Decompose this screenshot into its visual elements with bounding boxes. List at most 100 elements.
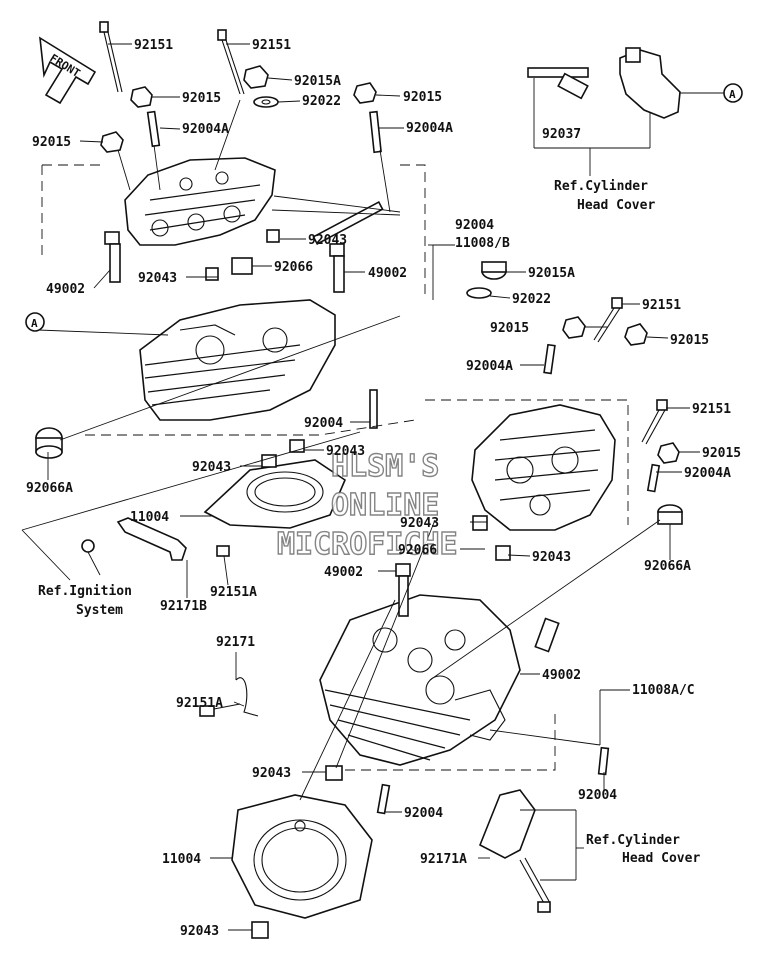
nut-92015-left — [100, 131, 124, 153]
valve-guide-49002-mid — [329, 243, 345, 293]
rear-head-cover-assembly — [124, 157, 276, 246]
ref-ignition-system-line1: Ref.Ignition — [38, 584, 132, 599]
bolt-92151A-lower — [199, 703, 241, 717]
label-92171: 92171 — [216, 635, 255, 650]
gasket-11004-lower — [231, 794, 373, 919]
label-92037: 92037 — [542, 127, 581, 142]
stud-92004A-right-1 — [543, 343, 556, 375]
bracket-92171A — [478, 789, 551, 913]
label-92015: 92015 — [670, 333, 709, 348]
stud-92004-bottom-2 — [597, 746, 610, 776]
label-92015A: 92015A — [528, 266, 575, 281]
label-92171A: 92171A — [420, 852, 467, 867]
stud-92004A-right — [369, 110, 382, 154]
valve-guide-49002-lower — [395, 563, 411, 617]
bolt-92151-right-1 — [593, 297, 623, 343]
label-92043: 92043 — [308, 233, 347, 248]
watermark-line-1: HLSM'S — [331, 449, 439, 484]
bolt-92151-right-2 — [641, 399, 668, 445]
washer-92022-right — [466, 287, 492, 299]
label-49002: 49002 — [324, 565, 363, 580]
bracket-92171 — [235, 677, 259, 717]
valve-guide-49002-left — [104, 231, 121, 283]
label-92043: 92043 — [400, 516, 439, 531]
part-number-labels: 92151 92151 92015A 92015 92022 92015 920… — [26, 38, 741, 939]
watermark: HLSM'S ONLINE MICROFICHE — [276, 448, 458, 562]
ref-cylinder-head-cover-lower-line2: Head Cover — [622, 851, 700, 866]
washer-92022 — [253, 96, 279, 108]
nut-92015A — [243, 65, 269, 89]
ref-cylinder-head-cover-upper-line1: Ref.Cylinder — [554, 179, 648, 194]
callout-a-right: A — [729, 88, 736, 101]
label-92043: 92043 — [138, 271, 177, 286]
label-92004: 92004 — [404, 806, 443, 821]
nut-92015A-right — [481, 261, 507, 280]
label-49002: 49002 — [368, 266, 407, 281]
label-92066A: 92066A — [644, 559, 691, 574]
label-11008AC: 11008A/C — [632, 683, 695, 698]
plug-92066A-right — [657, 504, 683, 525]
label-49002: 49002 — [542, 668, 581, 683]
label-92151A: 92151A — [210, 585, 257, 600]
label-92151: 92151 — [134, 38, 173, 53]
front-direction-arrow: FRONT — [39, 36, 97, 105]
bracket-92171B — [81, 517, 230, 561]
label-92015: 92015 — [490, 321, 529, 336]
nut-92015-right — [353, 82, 377, 104]
nut-92015-right-3 — [657, 442, 680, 464]
watermark-line-2: ONLINE — [331, 488, 439, 523]
dowel-92043-lower — [261, 439, 305, 468]
stud-92004-upper — [312, 201, 384, 245]
label-92004A: 92004A — [466, 359, 513, 374]
label-92043: 92043 — [252, 766, 291, 781]
label-92043: 92043 — [326, 444, 365, 459]
ref-cylinder-head-cover-lower-line1: Ref.Cylinder — [586, 833, 680, 848]
label-92043: 92043 — [180, 924, 219, 939]
reference-notes: Ref.Cylinder Head Cover Ref.Ignition Sys… — [38, 179, 700, 866]
label-11008B: 11008/B — [455, 236, 510, 251]
label-92015: 92015 — [182, 91, 221, 106]
label-92004: 92004 — [578, 788, 617, 803]
watermark-line-3: MICROFICHE — [277, 527, 458, 562]
label-92015A: 92015A — [294, 74, 341, 89]
label-92015: 92015 — [403, 90, 442, 105]
label-11004: 11004 — [162, 852, 201, 867]
label-92004: 92004 — [304, 416, 343, 431]
dowel-92043-bottom-2 — [251, 921, 269, 939]
nut-92015-right-1 — [562, 316, 586, 339]
stud-92004-bottom-1 — [376, 783, 391, 815]
label-92004: 92004 — [455, 218, 494, 233]
valve-guide-49002-lower-right — [534, 617, 560, 653]
label-92004A: 92004A — [406, 121, 453, 136]
gasket-11004-upper — [203, 459, 346, 529]
bolt-92151-top-left — [99, 21, 123, 93]
label-92151: 92151 — [692, 402, 731, 417]
label-49002: 49002 — [46, 282, 85, 297]
nut-92015 — [130, 86, 153, 108]
head-cover-part-92037 — [527, 47, 743, 119]
label-92022: 92022 — [302, 94, 341, 109]
bolt-92151-top-mid — [217, 29, 245, 95]
callout-a-left: A — [25, 312, 45, 332]
stud-92004A-right-2 — [646, 463, 661, 493]
label-92066: 92066 — [398, 543, 437, 558]
callout-a-right-label: A — [729, 88, 736, 101]
plug-92066A — [35, 427, 63, 459]
label-92015: 92015 — [32, 135, 71, 150]
label-92151A: 92151A — [176, 696, 223, 711]
label-92004A: 92004A — [182, 122, 229, 137]
label-92151: 92151 — [642, 298, 681, 313]
ref-cylinder-head-cover-upper-line2: Head Cover — [577, 198, 655, 213]
callout-a-left-label: A — [31, 317, 38, 330]
dowel-92043-bottom-1 — [325, 765, 343, 781]
stud-92004-mid — [369, 389, 378, 429]
front-cylinder-head — [471, 404, 616, 531]
label-92043: 92043 — [192, 460, 231, 475]
label-92004A: 92004A — [684, 466, 731, 481]
label-92066: 92066 — [274, 260, 313, 275]
label-92171B: 92171B — [160, 599, 207, 614]
label-92151: 92151 — [252, 38, 291, 53]
assembly-frames — [41, 164, 629, 771]
